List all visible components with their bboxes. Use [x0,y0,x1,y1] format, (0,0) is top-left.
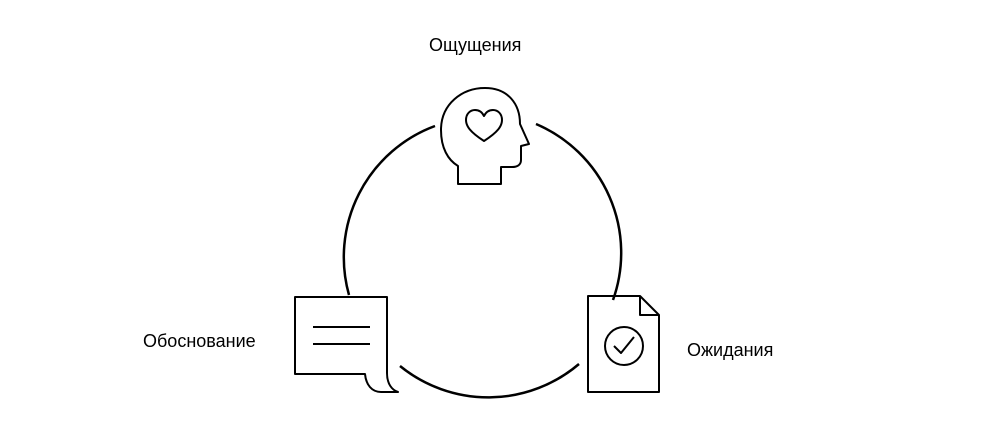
cycle-arc-bottom [399,363,580,399]
check-mark [613,336,635,354]
check-circle [604,326,644,366]
cycle-arc-top-right [535,122,623,301]
node-label-feelings: Ощущения [429,35,522,55]
cycle-arc-left [342,124,436,296]
head-outline [440,87,530,185]
speech-bubble-outline [294,296,399,393]
head-heart-icon [440,87,530,185]
cycle-circle [342,122,623,399]
document-outline [587,295,660,393]
document-fold [639,296,659,316]
heart-icon [465,109,503,142]
node-label-justification: Обоснование [143,331,256,351]
speech-bubble-icon [294,296,399,393]
document-check-icon [587,295,660,393]
node-label-expectations: Ожидания [687,340,774,360]
